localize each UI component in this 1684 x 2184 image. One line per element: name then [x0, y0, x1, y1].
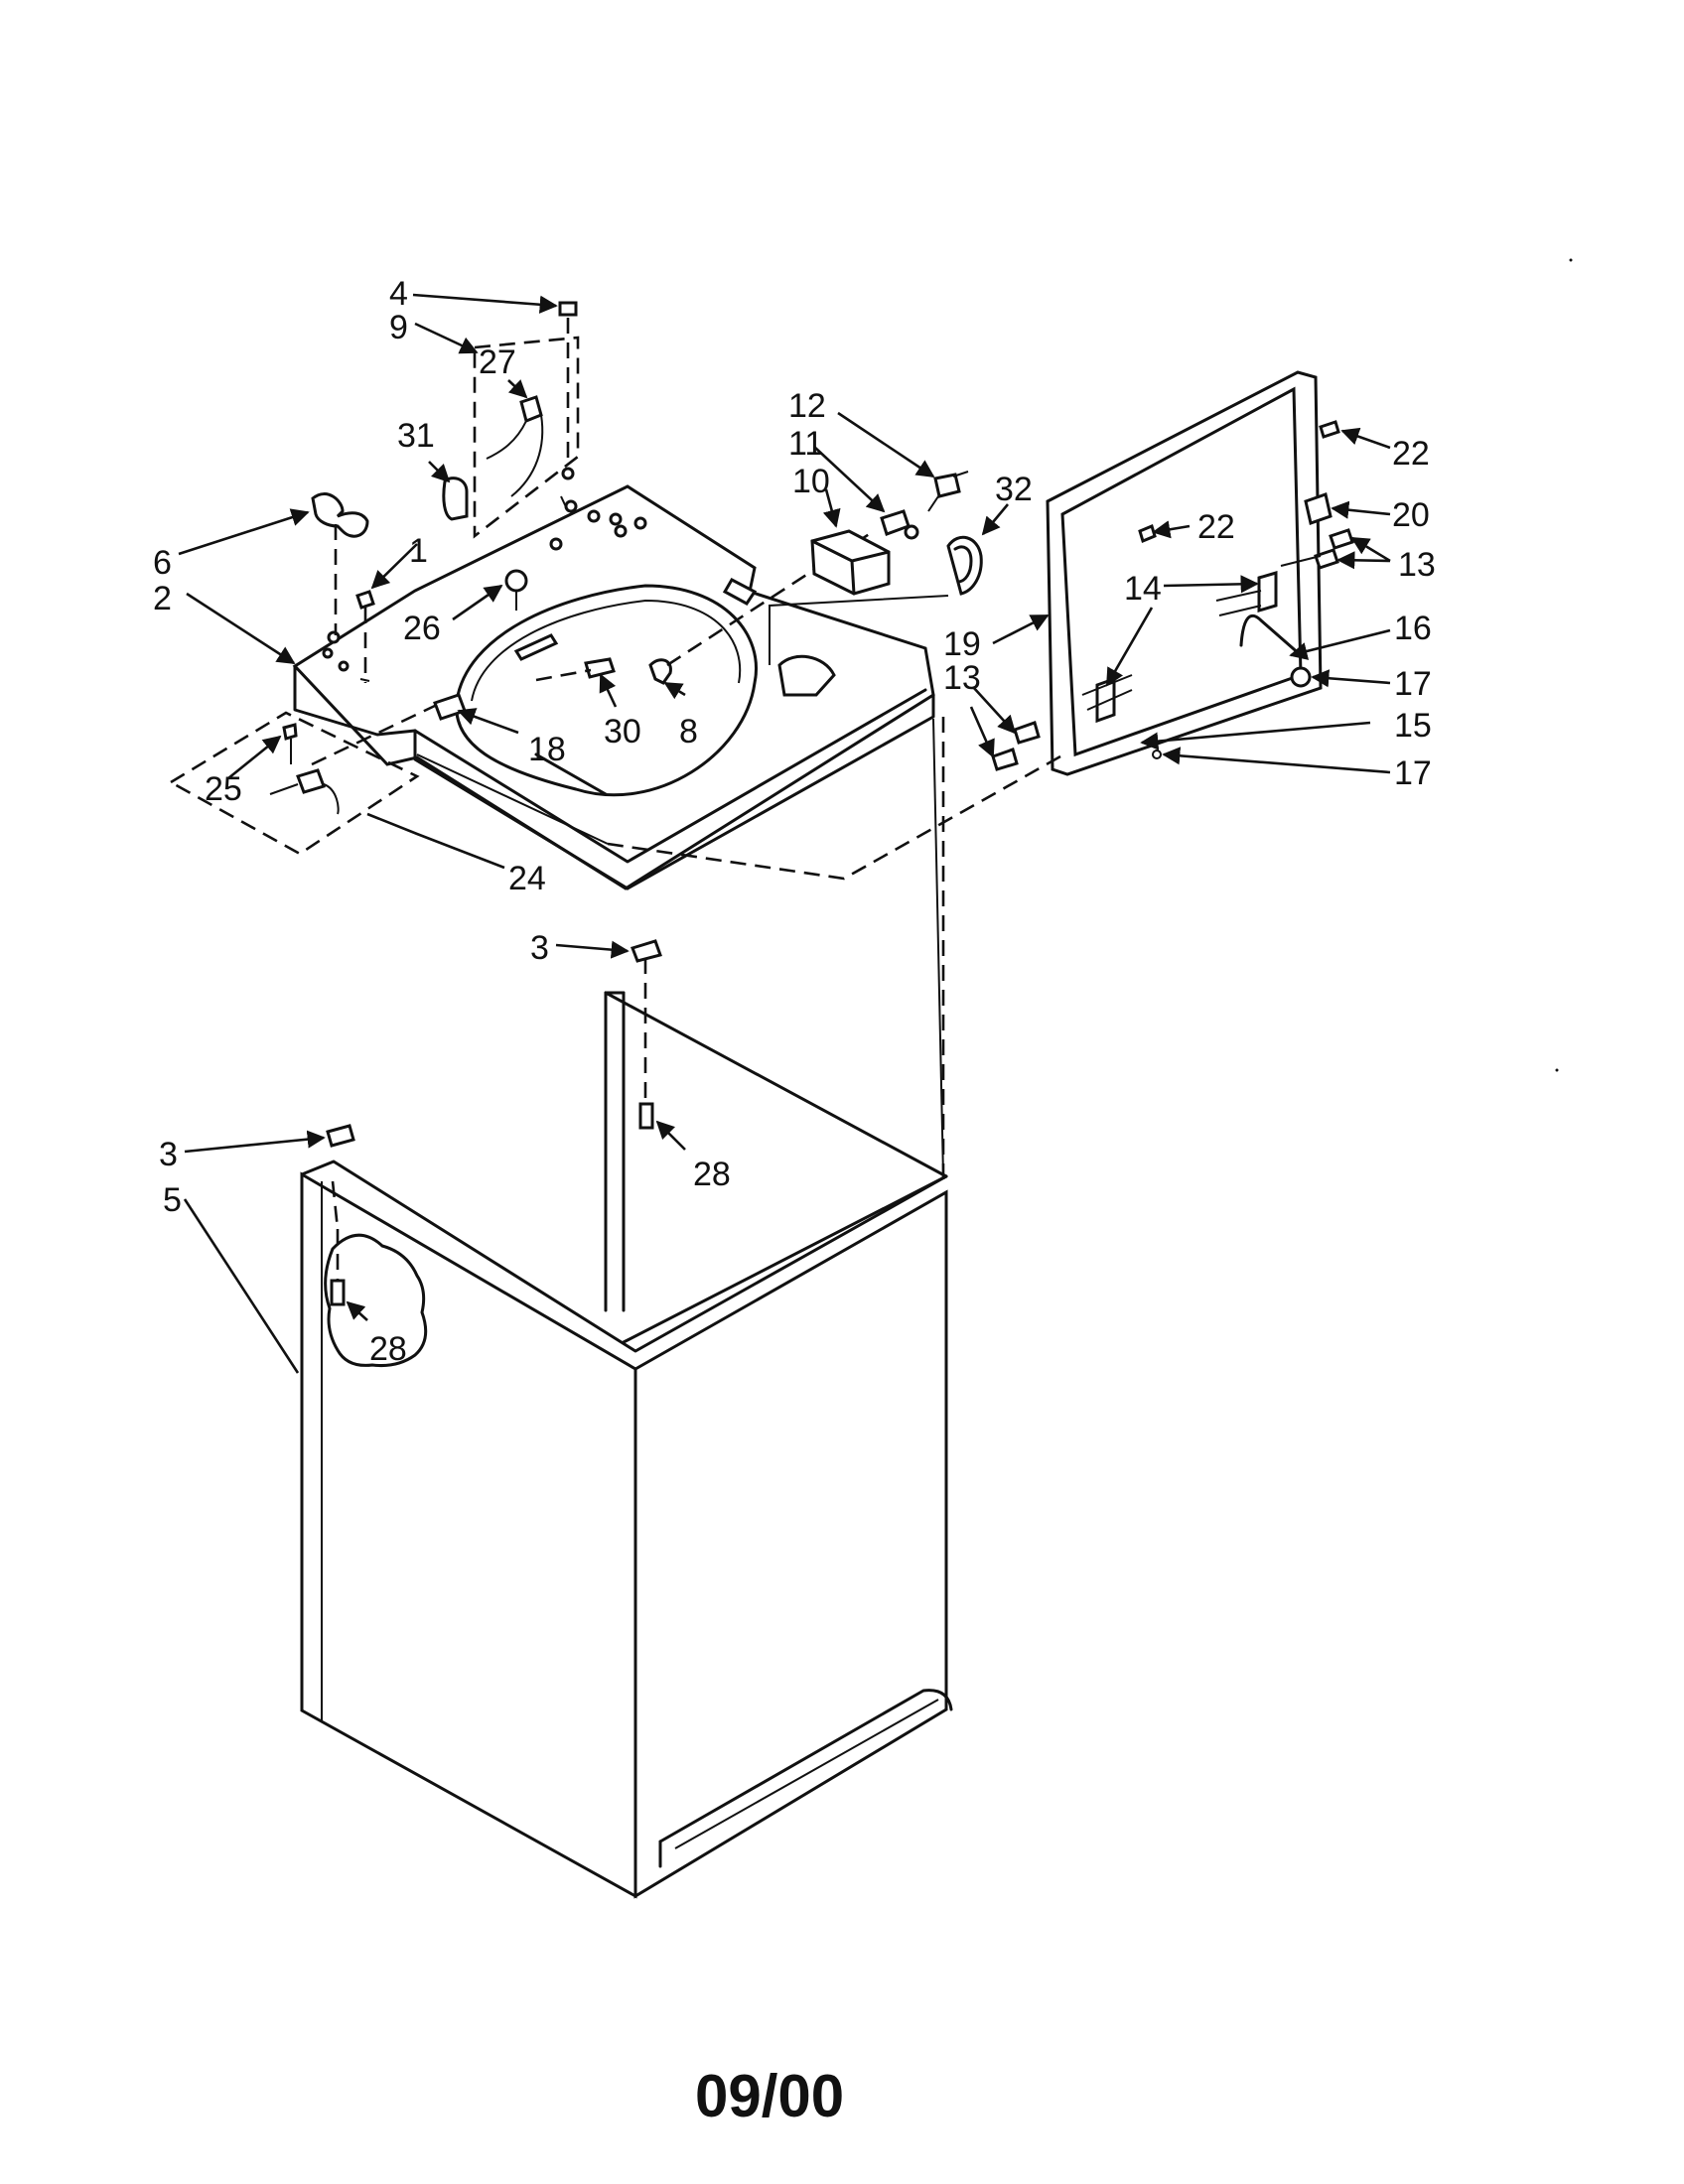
hinge-6: [311, 492, 369, 538]
callout-28-left: 28: [369, 1330, 407, 1368]
callout-labels: 4 9 27 31 6 1 2 26 25 18 30 8 24 12 11 1…: [153, 275, 1436, 1368]
callout-5: 5: [163, 1181, 182, 1219]
screw-13-a: [1329, 528, 1354, 550]
callout-17-upper: 17: [1394, 665, 1432, 703]
lid-19: [1046, 370, 1323, 776]
callout-4: 4: [389, 275, 408, 313]
callout-18: 18: [528, 731, 566, 768]
callout-15: 15: [1394, 707, 1432, 745]
callout-10: 10: [792, 463, 830, 500]
callout-24: 24: [508, 860, 546, 897]
callout-26: 26: [403, 610, 441, 647]
callout-9: 9: [389, 309, 408, 346]
clip-3-left: [326, 1124, 355, 1148]
cabinet: [300, 958, 953, 1899]
callout-19: 19: [943, 625, 981, 663]
callout-22-mid: 22: [1197, 508, 1235, 546]
screw-4: [558, 301, 578, 317]
callout-30: 30: [604, 713, 641, 751]
hinge-14-upper: [1257, 570, 1278, 614]
callout-3-lower: 3: [159, 1136, 178, 1173]
screw-1: [355, 590, 375, 610]
switch-27: [519, 395, 543, 424]
callout-12: 12: [788, 387, 826, 425]
callout-31: 31: [397, 417, 435, 455]
leader-lines: [178, 293, 1391, 1374]
callout-6: 6: [153, 544, 172, 582]
part-12: [933, 473, 961, 498]
screw-25: [282, 723, 298, 741]
screw-13-c: [1013, 721, 1041, 745]
callout-16: 16: [1394, 610, 1432, 647]
callout-13-right: 13: [1398, 546, 1436, 584]
bumper-20: [1304, 492, 1333, 525]
callout-20: 20: [1392, 496, 1430, 534]
dispenser-10: [810, 529, 891, 596]
rod-16: [1239, 614, 1303, 657]
bracket-31: [442, 477, 469, 521]
callout-32: 32: [995, 471, 1033, 508]
callout-14: 14: [1124, 570, 1162, 608]
cutaway-view: [324, 1233, 428, 1367]
callout-28-right: 28: [693, 1156, 731, 1193]
callout-11: 11: [788, 425, 823, 463]
callout-2: 2: [153, 580, 172, 617]
callout-27: 27: [479, 343, 516, 381]
switch-18-plunger: [296, 768, 326, 794]
callout-13-left: 13: [943, 659, 981, 697]
knob-17: [1290, 666, 1312, 688]
lid-bumper-32: [946, 535, 983, 596]
screw-28-right: [638, 1102, 654, 1130]
callout-17-lower: 17: [1394, 754, 1432, 792]
callout-1: 1: [409, 532, 428, 570]
callout-8: 8: [679, 713, 698, 751]
callout-25: 25: [205, 770, 242, 808]
callout-22-top: 22: [1392, 435, 1430, 473]
callout-3-upper: 3: [530, 929, 549, 967]
part-30: [584, 657, 616, 679]
screw-13-d: [991, 748, 1019, 771]
date-code: 09/00: [695, 2063, 844, 2129]
screw-28-left: [330, 1279, 346, 1306]
clip-3-right: [631, 939, 662, 963]
screw-22-top: [1319, 420, 1340, 439]
lid-switch-box-24: [168, 711, 420, 856]
nut-26: [504, 569, 528, 593]
